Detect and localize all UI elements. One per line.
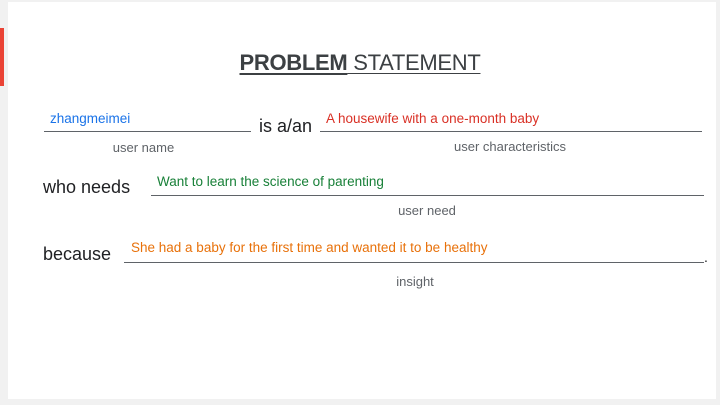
caption-user-need: user need [398, 203, 456, 218]
connector-because: because [43, 244, 112, 264]
user-name-line [44, 131, 251, 132]
page-title: PROBLEM STATEMENT [0, 50, 720, 76]
accent-bar [0, 28, 4, 86]
insight-line [124, 262, 704, 263]
title-bold: PROBLEM [239, 50, 348, 75]
user-need-value: Want to learn the science of parenting [157, 174, 384, 189]
connector-is-a-an: is a/an [259, 116, 313, 136]
user-characteristics-value: A housewife with a one-month baby [326, 111, 540, 126]
title-rest: STATEMENT [347, 50, 481, 75]
caption-user-name: user name [112, 140, 175, 155]
caption-insight: insight [396, 274, 434, 289]
insight-period: . [704, 249, 708, 265]
caption-user-characteristics: user characteristics [454, 139, 566, 154]
user-characteristics-line [320, 131, 702, 132]
slide-canvas [0, 2, 716, 399]
connector-who-needs: who needs [43, 177, 131, 197]
user-need-line [151, 195, 704, 196]
user-name-value: zhangmeimei [50, 111, 131, 126]
insight-value: She had a baby for the first time and wa… [131, 240, 488, 255]
